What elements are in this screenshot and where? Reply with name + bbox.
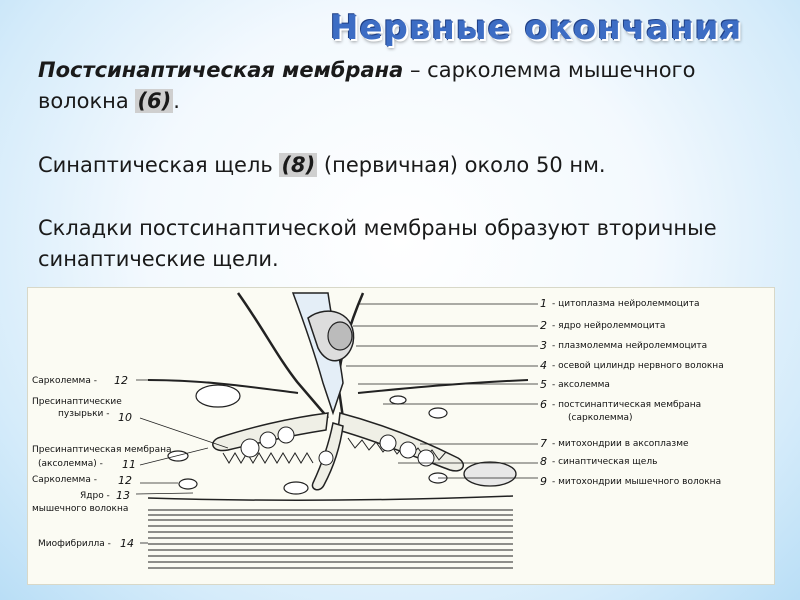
left-label-11-line1: Пресинаптическая мембрана [32,445,172,455]
left-label-11-line2: (аксолемма) - [38,459,103,469]
synapse-illustration: 1 - цитоплазма нейролеммоцита 2 - ядро н… [32,292,724,569]
left-label-10-line2: пузырьки - [58,409,110,419]
left-label-13-line2: мышечного волокна [32,504,128,514]
left-label-12b: Сарколемма - [32,475,97,485]
schwann-nucleus [327,321,353,351]
leader-lines-right [346,303,538,479]
paragraph-postsynaptic: Постсинаптическая мембрана – сарколемма … [38,55,778,117]
myofibrils [148,509,513,569]
left-label-14: Миофибрилла - [38,539,111,549]
synapse-diagram: 1 - цитоплазма нейролеммоцита 2 - ядро н… [27,287,775,585]
paragraph-synaptic-cleft: Синаптическая щель (8) (первичная) около… [38,150,778,181]
label-text-1: - цитоплазма нейролеммоцита [552,299,700,309]
label-num-7: 7 [540,437,547,450]
left-num-13: 13 [116,489,130,502]
left-num-14: 14 [120,537,134,550]
junctional-folds-left [222,452,314,464]
right-labels: 1 - цитоплазма нейролеммоцита 2 - ядро н… [540,297,724,488]
slide-title: Нервные окончания [330,8,743,48]
left-label-12a: Сарколемма - [32,376,97,386]
p2-ref: (8) [279,153,318,177]
muscle-bottom-line [147,495,514,501]
mitochondria [167,384,448,495]
label-text-6: - постсинаптическая мембрана [552,400,701,410]
label-text-9: - митохондрии мышечного волокна [552,477,721,487]
label-num-1: 1 [540,297,547,310]
left-num-12a: 12 [114,374,128,387]
label-num-8: 8 [540,455,547,468]
label-text-6b: (сарколемма) [568,413,633,423]
label-text-5: - аксолемма [552,380,610,390]
left-label-13-line1: Ядро - [80,491,110,501]
label-text-8: - синаптическая щель [552,457,657,467]
leader-lines-left [135,379,229,544]
label-num-2: 2 [540,319,547,332]
paragraph-folds: Складки постсинаптической мембраны образ… [38,216,717,271]
p1-ref: (6) [135,89,174,113]
label-num-6: 6 [540,398,547,411]
p1-text-2: . [173,89,180,113]
muscle-nucleus [463,461,517,487]
label-text-3: - плазмолемма нейролеммоцита [552,341,707,351]
term-postsynaptic-membrane: Постсинаптическая мембрана [38,58,404,82]
left-num-12b: 12 [118,474,132,487]
label-num-9: 9 [540,475,547,488]
p1-text-1: – сарколемма мышечного волокна [38,58,696,113]
p2-text-2: (первичная) около 50 нм. [317,153,606,177]
p2-text-1: Синаптическая щель [38,153,280,177]
label-text-4: - осевой цилиндр нервного волокна [552,361,724,371]
label-text-2: - ядро нейролеммоцита [552,321,665,331]
left-labels: Сарколемма - 12 Пресинаптические пузырьк… [32,374,172,550]
presynaptic-vesicles [240,426,435,467]
sarcolemma-line [147,379,529,394]
label-num-5: 5 [540,378,547,391]
left-label-10-line1: Пресинаптические [32,397,122,407]
label-text-7: - митохондрии в аксоплазме [552,439,689,449]
left-num-10: 10 [118,411,132,424]
label-num-3: 3 [540,339,547,352]
label-num-4: 4 [540,359,547,372]
left-num-11: 11 [122,458,136,471]
